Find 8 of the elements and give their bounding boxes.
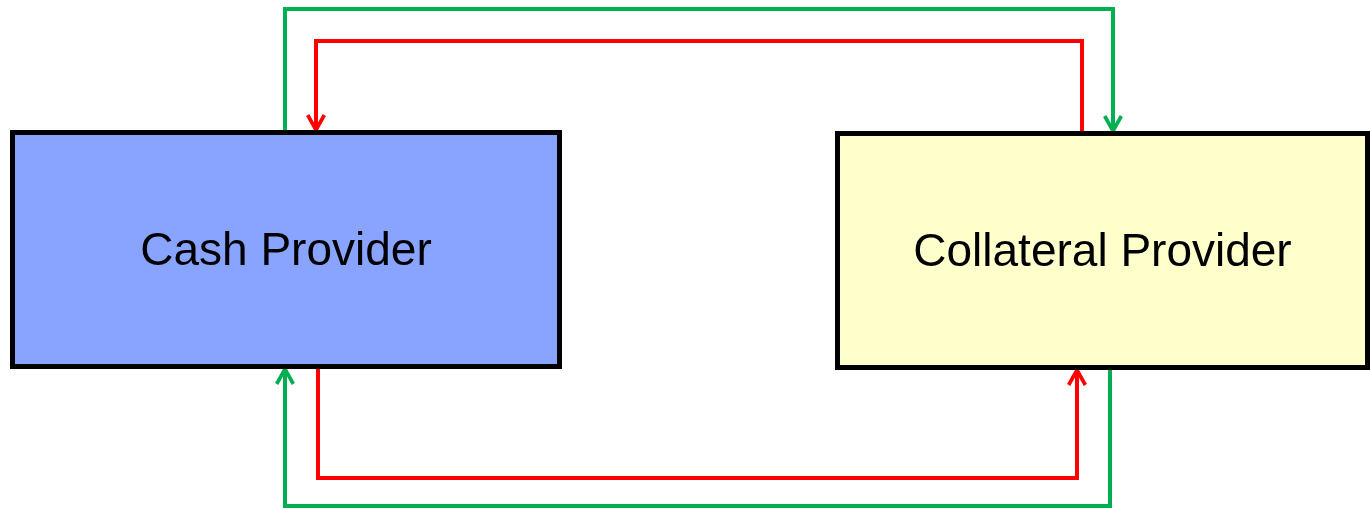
box-label: Collateral Provider [913,222,1292,278]
arrow [274,367,1112,508]
arrow [305,39,1084,132]
arrow [283,7,1124,133]
process-box [10,130,562,369]
arrow [316,368,1088,480]
box-label: Cash Provider [140,221,432,277]
process-box [835,131,1370,370]
